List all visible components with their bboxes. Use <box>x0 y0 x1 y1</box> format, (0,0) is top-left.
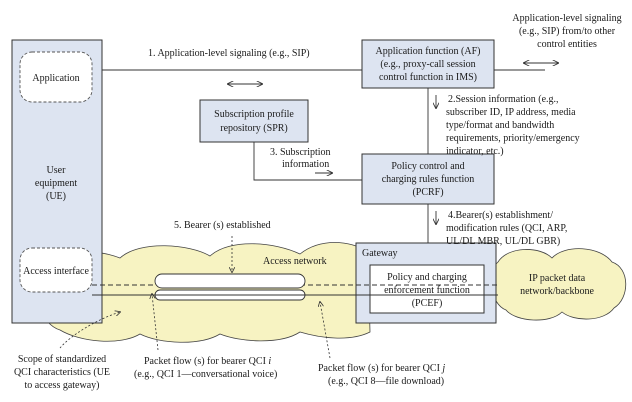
flow-i-pointer <box>152 294 159 351</box>
access-interface-box <box>19 247 93 293</box>
application-label: Application <box>32 73 79 84</box>
bearer-established-label: 5. Bearer (s) established <box>174 220 271 231</box>
session-info-line1: 2.Session information (e.g., <box>448 94 559 105</box>
signaling-other-line1: Application-level signaling <box>512 13 621 24</box>
ip-network-label-line2: network/backbone <box>520 286 594 297</box>
ip-network-label-line1: IP packet data <box>529 273 586 284</box>
af-label-line2: (e.g., proxy-call session <box>380 59 475 70</box>
session-info-line3: type/format and bandwidth <box>446 120 554 131</box>
scope-line3: to access gateway) <box>25 380 100 391</box>
pcrf-label-line3: (PCRF) <box>412 187 443 198</box>
ue-label-line2: equipment <box>35 178 77 189</box>
pcef-label-line1: Policy and charging <box>387 272 467 283</box>
pcrf-label-line2: charging rules function <box>382 174 475 185</box>
scope-line1: Scope of standardized <box>18 354 106 365</box>
spr-pcrf-line <box>253 142 362 181</box>
pcrf-label-line1: Policy control and <box>391 161 464 172</box>
access-interface-label: Access interface <box>23 266 89 277</box>
gateway-label: Gateway <box>362 248 398 259</box>
spr-box <box>199 99 309 143</box>
signaling-other-line3: control entities <box>537 39 597 50</box>
bearer-rules-line3: UL/DL MBR, UL/DL GBR) <box>446 236 560 247</box>
bearer-pipe-top <box>154 273 306 289</box>
packet-flow-i-line2: (e.g., QCI 1—conversational voice) <box>134 369 277 380</box>
signaling-other-line2: (e.g., SIP) from/to other <box>519 26 616 37</box>
af-label-line1: Application function (AF) <box>376 46 481 57</box>
af-label-line3: control function in IMS) <box>379 72 477 83</box>
bearer-rules-line1: 4.Bearer(s) establishment/ <box>448 210 553 221</box>
packet-flow-j-line1: Packet flow (s) for bearer QCI j <box>318 363 445 374</box>
packet-flow-j-line2: (e.g., QCI 8—file download) <box>328 376 444 387</box>
session-info-line4: requirements, priority/emergency <box>446 133 580 144</box>
ue-label-line1: User <box>47 165 67 176</box>
spr-label-line2: repository (SPR) <box>220 123 288 134</box>
pcef-label-line3: (PCEF) <box>412 298 443 309</box>
access-network-label: Access network <box>263 256 327 267</box>
packet-flow-i-line1: Packet flow (s) for bearer QCI i <box>144 356 271 367</box>
spr-label-line1: Subscription profile <box>214 109 294 120</box>
flow-j-pointer <box>320 302 331 359</box>
session-info-line2: subscriber ID, IP address, media <box>446 107 576 118</box>
af-box <box>361 39 495 89</box>
scope-line2: QCI characteristics (UE <box>14 367 110 378</box>
application-box <box>19 51 93 103</box>
session-info-line5: indicator, etc.) <box>446 146 504 157</box>
subscription-info-line1: 3. Subscription <box>270 147 331 158</box>
ue-label-line3: (UE) <box>46 191 66 202</box>
ip-network-cloud <box>490 248 627 321</box>
subscription-info-line2: information <box>282 159 329 170</box>
bearer-rules-line2: modification rules (QCI, ARP, <box>446 223 567 234</box>
pcef-label-line2: enforcement function <box>384 285 470 296</box>
scope-pointer <box>59 312 120 349</box>
pcef-box <box>369 264 485 314</box>
signaling-1-label: 1. Application-level signaling (e.g., SI… <box>148 48 310 59</box>
